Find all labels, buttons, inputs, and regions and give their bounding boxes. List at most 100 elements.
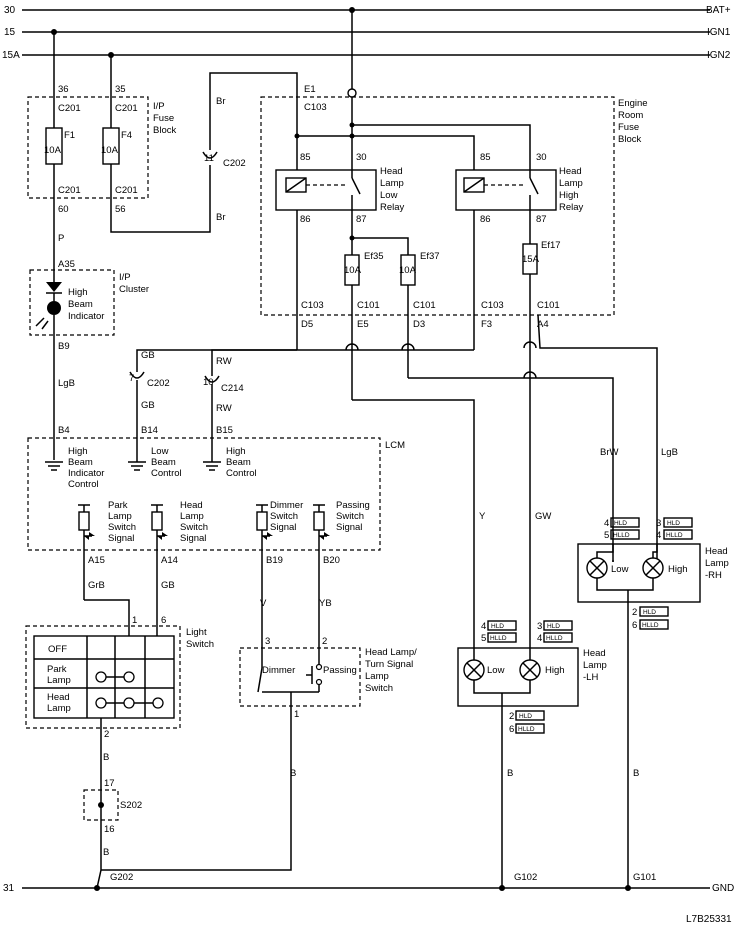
low-relay-30-label: 30 — [356, 152, 367, 163]
e1-label: E1 — [304, 84, 316, 95]
low-relay-contact — [351, 177, 361, 195]
ef35-amp: 10A — [344, 265, 362, 276]
hb-indicator-diode — [46, 282, 62, 292]
lamp-lh-high: High — [545, 665, 565, 676]
ip-cluster-pin-bottom: B9 — [58, 341, 70, 352]
c214-name: C214 — [221, 383, 244, 394]
g202-drop — [96, 869, 102, 889]
wire-85-bus — [297, 135, 475, 170]
wire-lgb2-label: LgB — [661, 447, 678, 458]
rail-ign1-label: IGN1 — [707, 27, 731, 38]
c214-pin: 10 — [203, 377, 214, 388]
f1-conn-top: C201 — [58, 103, 81, 114]
junction-30-low — [349, 133, 355, 139]
light-switch-row-park: Park Lamp — [47, 664, 71, 686]
c202-top-pin: 11 — [204, 153, 214, 164]
wire-hls-ground — [101, 700, 292, 871]
lamp-rh-outline — [577, 543, 701, 603]
wire-br2-label: Br — [216, 212, 226, 223]
lcm-input-2-pin: B15 — [216, 425, 233, 436]
low-relay-86: 86 — [300, 214, 311, 225]
wire-br-up — [209, 72, 298, 150]
f4-amp: 10A — [101, 145, 119, 156]
lamp-rh-pin-a: 4 — [604, 518, 609, 529]
wire-b5-label: B — [633, 768, 639, 779]
eb-conn-4: C101 — [537, 300, 560, 311]
ef37-name: Ef37 — [420, 251, 440, 262]
lamp-rh-high: High — [668, 564, 688, 575]
c202-mid-name: C202 — [147, 378, 170, 389]
lamp-rh-tag-b — [610, 529, 640, 540]
ground-rail-right-label: GND — [712, 883, 734, 894]
lamp-rh-pin-f: 6 — [632, 620, 637, 631]
lamp-rh-tag-d-text: HLLD — [666, 532, 683, 539]
hl-switch-pin3: 3 — [265, 636, 270, 647]
hl-switch-dimmer: Dimmer — [262, 665, 295, 676]
lamp-lh-pin-c: 3 — [537, 621, 542, 632]
lamp-lh-tag-c — [543, 620, 573, 631]
lamp-lh-bulbs — [463, 659, 541, 888]
wire-grb-label: GrB — [88, 580, 105, 591]
wire-brw — [408, 377, 614, 562]
light-switch-row-off: OFF — [48, 644, 67, 655]
hl-switch-passing: Passing — [323, 665, 357, 676]
c202-top-connector — [202, 151, 218, 159]
s202-name: S202 — [120, 800, 142, 811]
lcm-signal-0-pin: A15 — [88, 555, 105, 566]
high-relay-85: 85 — [480, 152, 491, 163]
f4-conn-bottom: C201 — [115, 185, 138, 196]
rail-30-label: 30 — [4, 5, 16, 16]
lamp-rh-tag-a — [610, 517, 640, 528]
lamp-rh-tag-e-text: HLD — [643, 609, 656, 616]
f1-name: F1 — [64, 130, 75, 141]
wire-b1-label: B — [103, 752, 109, 763]
hl-switch-pin1: 1 — [294, 709, 299, 720]
eb-conn-2: C101 — [413, 300, 436, 311]
lcm-signal-resistors — [78, 504, 330, 668]
g101-label: G101 — [633, 872, 656, 883]
crossover-1 — [345, 343, 359, 351]
g102-junction — [499, 885, 505, 891]
f4-conn-top: C201 — [115, 103, 138, 114]
f1-pin-bottom: 60 — [58, 204, 69, 215]
lcm-input-1-pin: B14 — [141, 425, 158, 436]
wire-yb-label: YB — [319, 598, 332, 609]
lcm-input-0-label: High Beam Indicator Control — [68, 446, 107, 490]
wire-b4-label: B — [507, 768, 513, 779]
wire-rw-f3 — [211, 349, 474, 376]
lamp-lh-tag-b-text: HLLD — [490, 635, 507, 642]
engine-fuse-block-label: Engine Room Fuse Block — [618, 98, 650, 145]
eb-pin-1: E5 — [357, 319, 369, 330]
f1-amp: 10A — [44, 145, 62, 156]
eb-pin-0: D5 — [301, 319, 313, 330]
high-relay-30-label: 30 — [536, 152, 547, 163]
lamp-lh-tag-d — [543, 632, 573, 643]
wire-p-label: P — [58, 233, 64, 244]
s202-pin17: 17 — [104, 778, 115, 789]
hl-switch-pin2: 2 — [322, 636, 327, 647]
wire-br1-label: Br — [216, 96, 226, 107]
lamp-rh-label: Head Lamp -RH — [705, 546, 731, 581]
hb-indicator-label: High Beam Indicator — [68, 287, 104, 322]
lamp-rh-tag-e — [639, 606, 669, 617]
lamp-lh-tag-d-text: HLLD — [546, 635, 563, 642]
low-relay-box — [275, 169, 377, 211]
wire-b3-label: B — [290, 768, 296, 779]
ip-fuse-block-label: I/P Fuse Block — [153, 101, 177, 136]
rail-15a-label: 15A — [2, 50, 20, 61]
low-relay-87: 87 — [356, 214, 367, 225]
lamp-lh-tag-e-text: HLD — [519, 713, 532, 720]
crossover-2 — [401, 343, 415, 351]
lamp-lh-tag-b — [487, 632, 517, 643]
eb-pin-2: D3 — [413, 319, 425, 330]
light-switch-row-head: Head Lamp — [47, 692, 72, 714]
light-switch-table — [33, 635, 175, 719]
high-relay-87: 87 — [536, 214, 547, 225]
rail-bat-label: BAT+ — [706, 5, 731, 16]
light-switch-outline — [25, 625, 181, 729]
ip-cluster-outline — [29, 269, 115, 336]
high-relay-86: 86 — [480, 214, 491, 225]
hl-switch-contacts — [257, 663, 323, 700]
high-relay-box — [455, 169, 557, 211]
